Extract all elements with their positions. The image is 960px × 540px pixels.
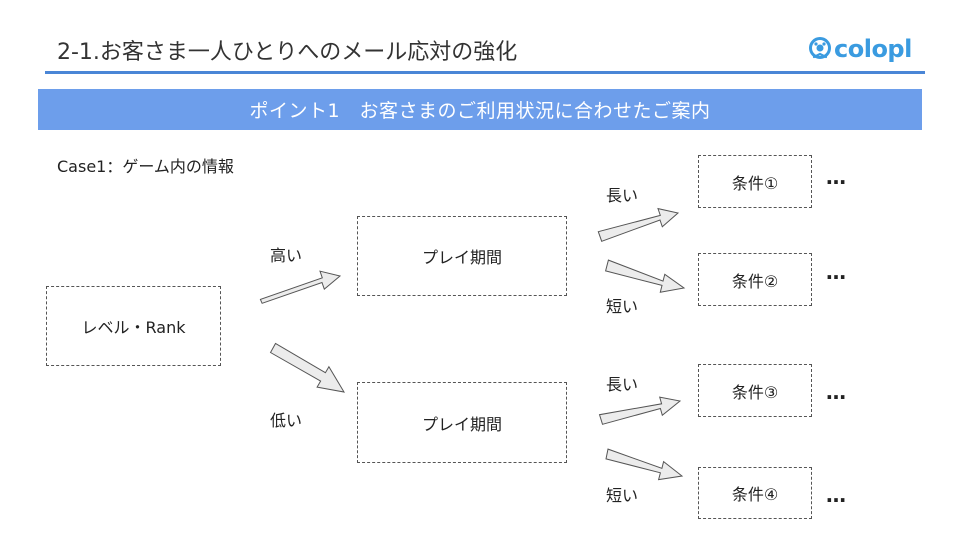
logo-text: colopl bbox=[834, 35, 912, 63]
condition-node-1: 条件① bbox=[698, 155, 812, 208]
case-label: Case1：ゲーム内の情報 bbox=[57, 157, 234, 176]
arrow-low-to-cond4 bbox=[605, 448, 684, 481]
root-node: レベル・Rank bbox=[46, 286, 221, 366]
edge-label-high: 高い bbox=[270, 246, 303, 265]
play-period-label-low: プレイ期間 bbox=[421, 414, 502, 434]
point-banner-text: ポイント1 お客さまのご利用状況に合わせたご案内 bbox=[249, 100, 711, 122]
arrow-high-to-cond2 bbox=[604, 259, 686, 293]
condition-node-2: 条件② bbox=[698, 253, 812, 306]
condition-node-4: 条件④ bbox=[698, 467, 812, 519]
ellipsis-3: … bbox=[826, 380, 847, 404]
play-period-label-high: プレイ期間 bbox=[421, 248, 502, 267]
root-node-label: レベル・Rank bbox=[81, 318, 186, 337]
edge-label-short-2: 短い bbox=[606, 486, 639, 505]
condition-label-3: 条件③ bbox=[731, 382, 779, 402]
edge-label-short-1: 短い bbox=[606, 297, 639, 316]
edge-label-long-2: 長い bbox=[606, 375, 639, 394]
point-banner: ポイント1 お客さまのご利用状況に合わせたご案内 bbox=[38, 89, 922, 130]
arrow-root-to-low bbox=[269, 342, 345, 393]
edge-label-long-1: 長い bbox=[606, 186, 639, 205]
colopl-logo-icon bbox=[809, 37, 831, 59]
condition-label-4: 条件④ bbox=[731, 485, 779, 504]
arrow-high-to-cond1 bbox=[597, 207, 680, 242]
arrow-low-to-cond3 bbox=[598, 396, 682, 425]
ellipsis-1: … bbox=[826, 165, 847, 189]
condition-label-2: 条件② bbox=[731, 271, 779, 291]
colopl-logo: colopl bbox=[808, 34, 912, 64]
slide-title: 2-1.お客さま一人ひとりへのメール応対の強化 bbox=[57, 40, 518, 65]
play-period-node-low: プレイ期間 bbox=[357, 382, 567, 463]
title-underline bbox=[45, 71, 925, 74]
play-period-node-high: プレイ期間 bbox=[357, 216, 567, 296]
condition-node-3: 条件③ bbox=[698, 364, 812, 417]
edge-label-low: 低い bbox=[270, 411, 303, 430]
ellipsis-2: … bbox=[826, 260, 847, 284]
ellipsis-4: … bbox=[826, 483, 847, 507]
arrow-root-to-high bbox=[259, 270, 342, 304]
condition-label-1: 条件① bbox=[731, 173, 779, 193]
